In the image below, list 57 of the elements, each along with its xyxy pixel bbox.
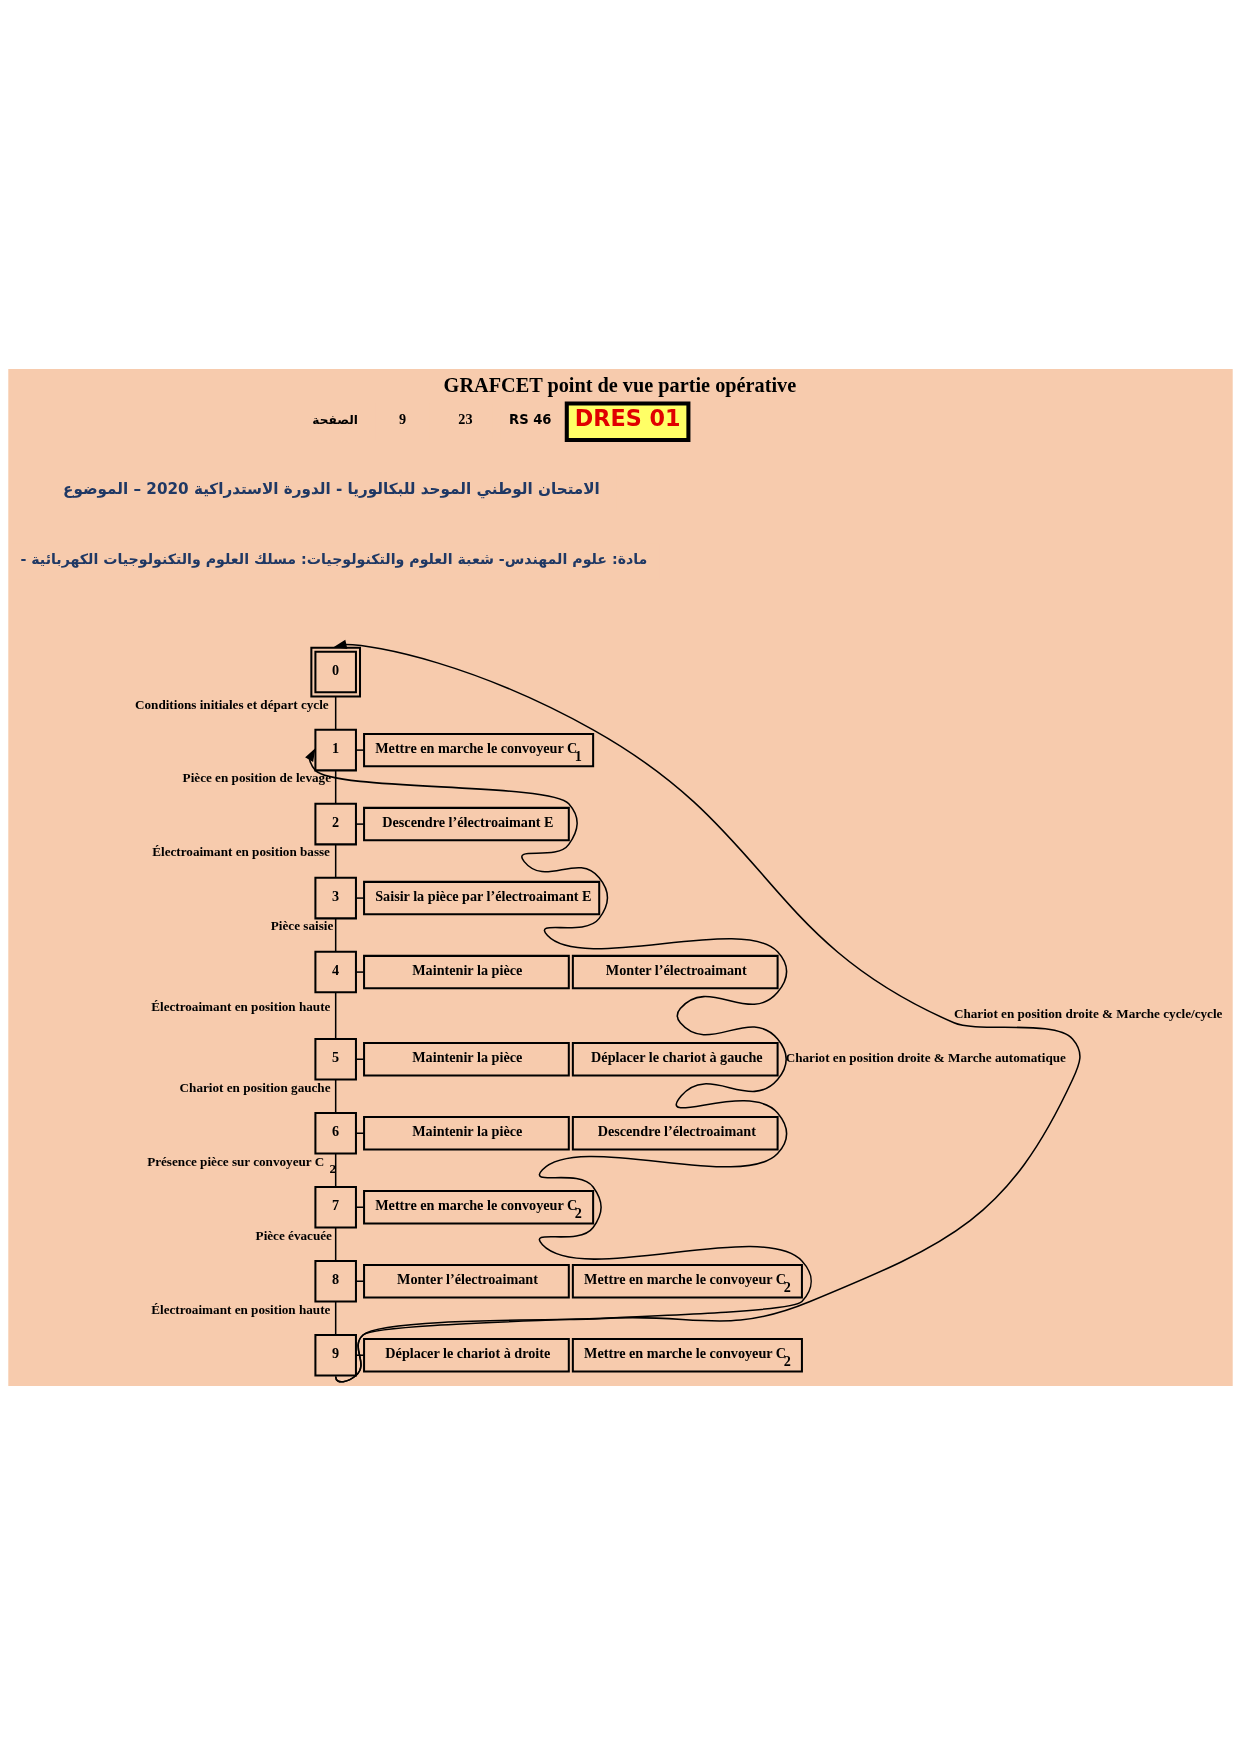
label: الصفحة <box>312 412 358 427</box>
node-box: Monter l’électroaimant <box>363 1263 570 1298</box>
node-box: 8 <box>314 1259 357 1303</box>
node-box: 4 <box>314 950 357 993</box>
connector <box>355 1058 365 1060</box>
node-box: 9 <box>314 1333 357 1376</box>
connector <box>355 1279 365 1282</box>
node-box: 5 <box>314 1037 357 1081</box>
label: DRES 01 <box>574 404 681 431</box>
diagram-title: GRAFCET point de vue partie opérative <box>443 373 797 396</box>
label: 23 <box>458 410 473 427</box>
connector <box>334 769 337 804</box>
connector <box>334 991 337 1039</box>
edge-label: Pièce évacuée <box>255 1227 332 1243</box>
node-box: Saisir la pièce par l’électroaimant E <box>363 880 601 915</box>
edge-label: Chariot en position droite & Marche cycle/cycle <box>953 1005 1223 1021</box>
node-box: Déplacer le chariot à droite <box>363 1337 570 1372</box>
label: - مادة: علوم المهندس- شعبة العلوم والتكنولوجيات: مسلك العلوم والتكنولوجيات الكهربائية <box>20 550 648 567</box>
node-box: 1 <box>314 728 357 771</box>
edge-label: Pièce en position de levage <box>182 769 331 785</box>
label: RS 46 <box>509 411 552 427</box>
arrow <box>305 747 812 1383</box>
connector <box>355 1353 365 1356</box>
node-box: 0 <box>310 646 362 697</box>
edge-label: Électroaimant en position haute <box>151 998 331 1014</box>
connector <box>334 695 337 731</box>
connector <box>334 1300 337 1336</box>
connector <box>355 970 365 973</box>
edge-label: Chariot en position droite & Marche automatique <box>785 1049 1066 1065</box>
edge-label: Conditions initiales et départ cycle <box>134 696 329 712</box>
edge-label: Chariot en position gauche <box>179 1079 331 1095</box>
node-box: 3 <box>314 876 357 919</box>
node-box: Descendre l’électroaimant E <box>363 806 570 841</box>
node-box: Déplacer le chariot à gauche <box>571 1041 779 1076</box>
label: 9 <box>399 410 407 427</box>
connector <box>334 1226 337 1262</box>
edge-label: Électroaimant en position haute <box>151 1301 331 1317</box>
node-box: 2 <box>314 802 357 845</box>
label: الامتحان الوطني الموحد للبكالوريا - الدورة الاستدراكية 2020 – الموضوع <box>63 479 600 498</box>
connector <box>355 822 365 825</box>
connector <box>334 917 337 952</box>
node-box: Descendre l’électroaimant <box>571 1115 779 1150</box>
node-box: Monter l’électroaimant <box>571 954 779 989</box>
node-box: 6 <box>314 1111 357 1155</box>
edge-label: Électroaimant en position basse <box>152 843 330 859</box>
connector <box>334 843 337 878</box>
connector <box>355 1206 365 1208</box>
edge-label: Pièce saisie <box>270 917 334 933</box>
connector <box>334 1152 337 1188</box>
node-box: Maintenir la pièce <box>363 954 570 989</box>
node-box: Maintenir la pièce <box>363 1115 570 1150</box>
connector <box>355 1132 365 1134</box>
connector <box>355 748 365 751</box>
connector <box>355 896 365 899</box>
connector <box>334 1078 337 1114</box>
node-box: 7 <box>314 1185 357 1229</box>
node-box: Maintenir la pièce <box>363 1041 570 1076</box>
